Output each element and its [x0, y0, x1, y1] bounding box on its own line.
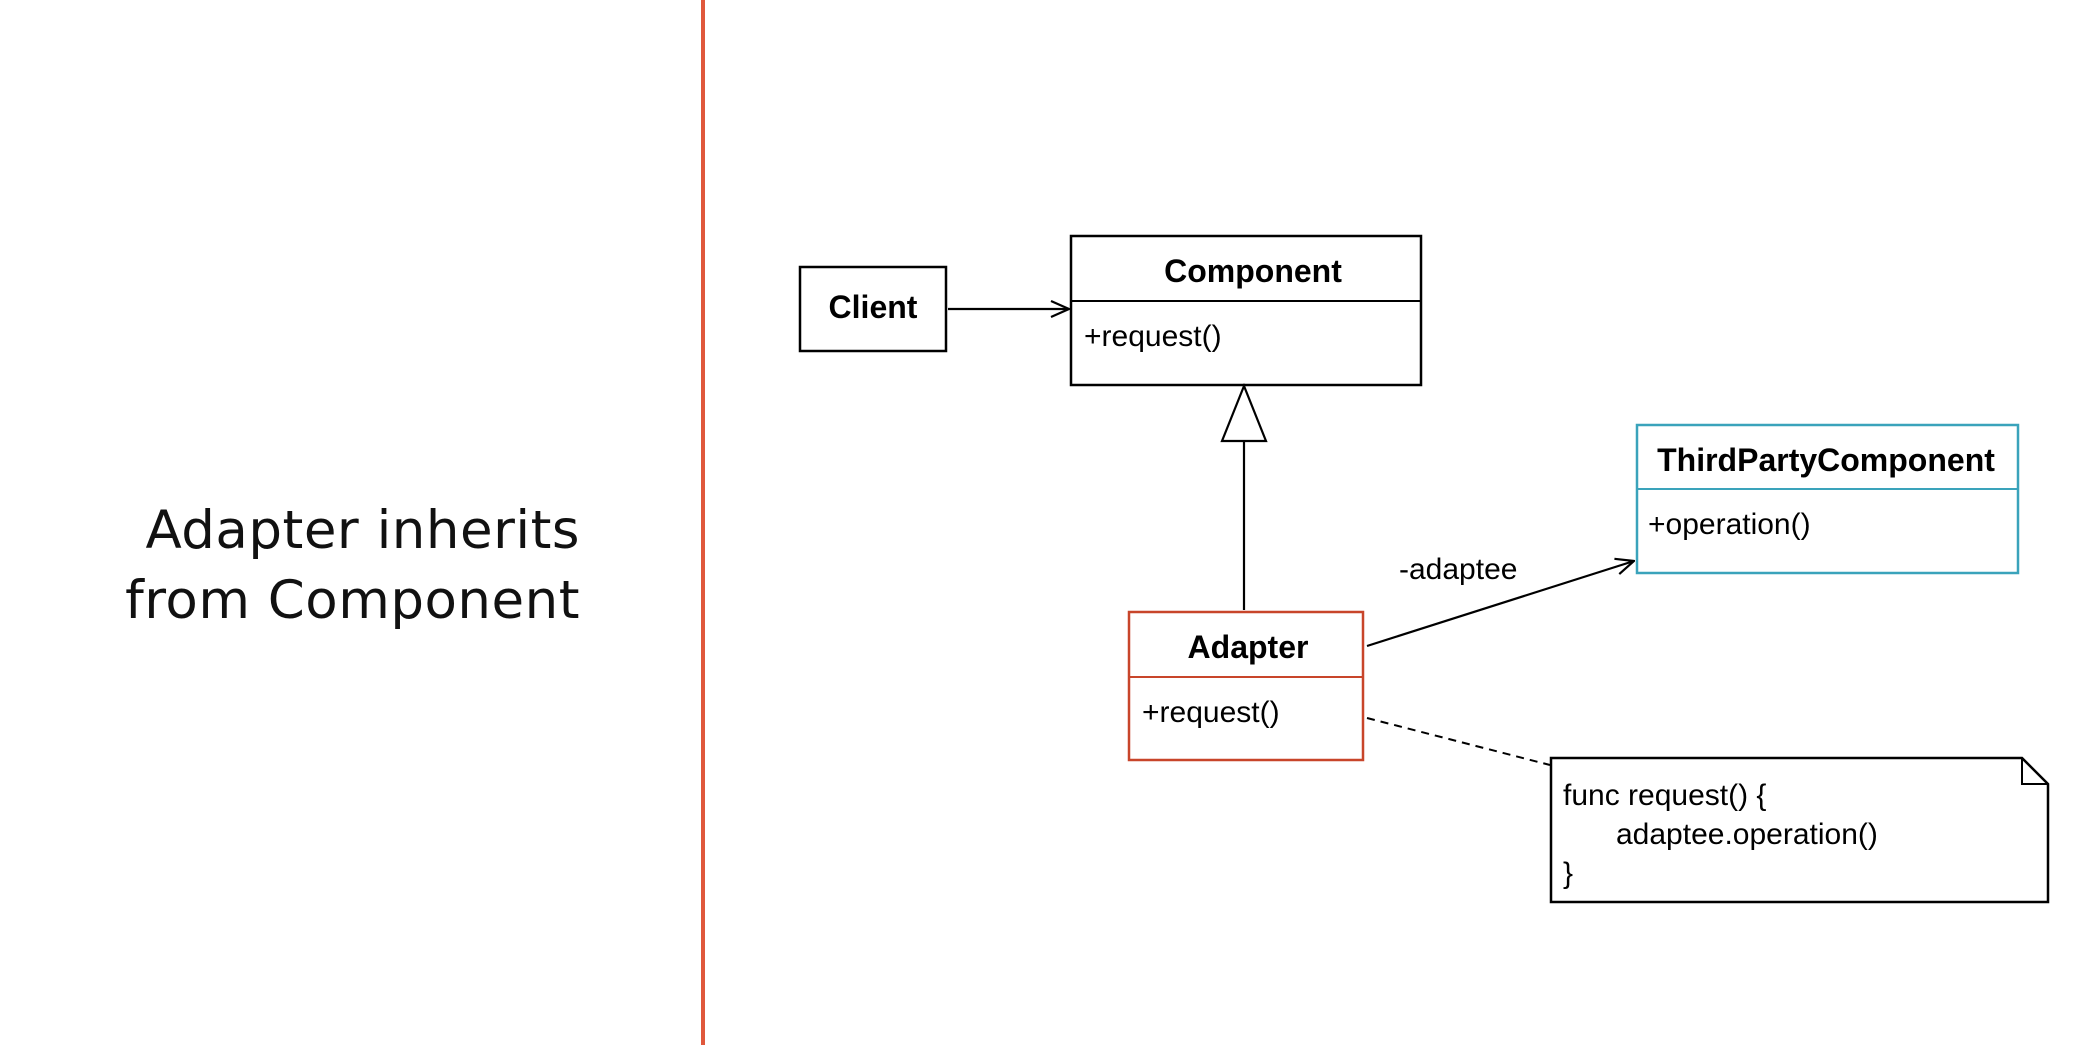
slide-title-line2: from Component [125, 570, 580, 631]
third-party-method: +operation() [1648, 508, 1811, 541]
adapter-method: +request() [1142, 696, 1280, 729]
client-class: Client [798, 265, 948, 353]
component-class-name: Component [1164, 253, 1342, 289]
inheritance-arrow [1220, 383, 1268, 610]
third-party-component-class: ThirdPartyComponent +operation() [1635, 423, 2020, 575]
note-line-3: } [1563, 857, 1573, 890]
component-method: +request() [1084, 320, 1222, 353]
note-line-2: adaptee.operation() [1616, 818, 1878, 851]
component-class: Component +request() [1069, 234, 1423, 387]
adapter-class-name: Adapter [1188, 629, 1309, 665]
note-line-1: func request() { [1563, 779, 1766, 812]
client-class-name: Client [829, 289, 918, 325]
note-fold-icon [2021, 758, 2048, 785]
slide-title-line1: Adapter inherits [145, 500, 580, 561]
adapter-class: Adapter +request() [1127, 610, 1365, 762]
vertical-divider [701, 0, 705, 1045]
adaptee-association-arrow [1366, 561, 1634, 648]
slide-title: Adapter inherits from Component [0, 496, 580, 636]
note-connector [1366, 717, 1551, 766]
inheritance-triangle-icon [1220, 383, 1268, 443]
third-party-class-name: ThirdPartyComponent [1657, 442, 1995, 478]
code-note: func request() { adaptee.operation() } [1549, 756, 2050, 904]
adaptee-label: -adaptee [1399, 553, 1517, 586]
